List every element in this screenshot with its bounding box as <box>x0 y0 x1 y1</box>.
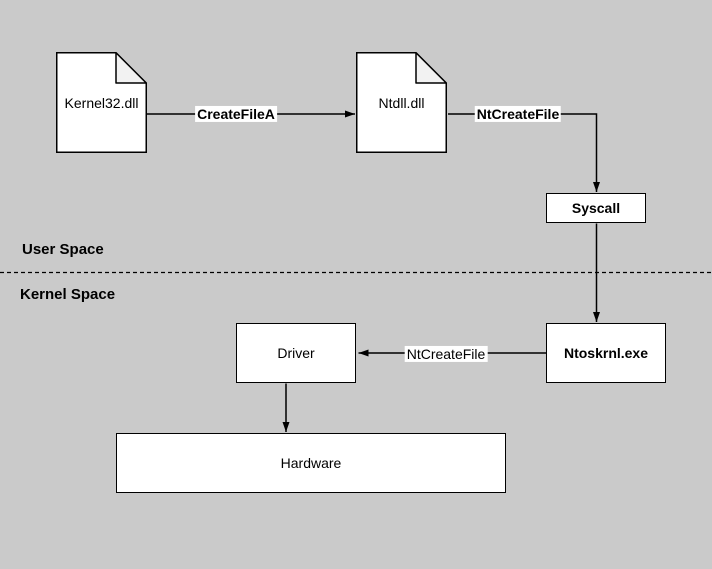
edge-label-createfilea: CreateFileA <box>195 105 277 123</box>
region-label-user-space: User Space <box>22 241 104 258</box>
node-label: Ntdll.dll <box>378 94 425 111</box>
node-ntoskrnl-exe: Ntoskrnl.exe <box>546 323 666 383</box>
region-label-kernel-space: Kernel Space <box>20 286 116 303</box>
node-syscall: Syscall <box>546 193 646 223</box>
document-shape <box>356 52 447 153</box>
node-hardware: Hardware <box>116 433 506 493</box>
document-shape <box>56 52 147 153</box>
edge-label-ntcreatefile-kernel: NtCreateFile <box>404 345 488 363</box>
edge-ntcreatefile-user-arrow <box>448 113 600 192</box>
node-label: Hardware <box>280 455 342 471</box>
node-label: Driver <box>277 345 315 361</box>
edge-label-ntcreatefile-user: NtCreateFile <box>474 105 562 123</box>
node-label: Ntoskrnl.exe <box>563 345 649 361</box>
node-label: Syscall <box>571 200 621 216</box>
node-ntdll-dll: Ntdll.dll <box>356 52 447 153</box>
node-kernel32-dll: Kernel32.dll <box>56 52 147 153</box>
node-driver: Driver <box>236 323 356 383</box>
node-label: Kernel32.dll <box>64 94 139 111</box>
